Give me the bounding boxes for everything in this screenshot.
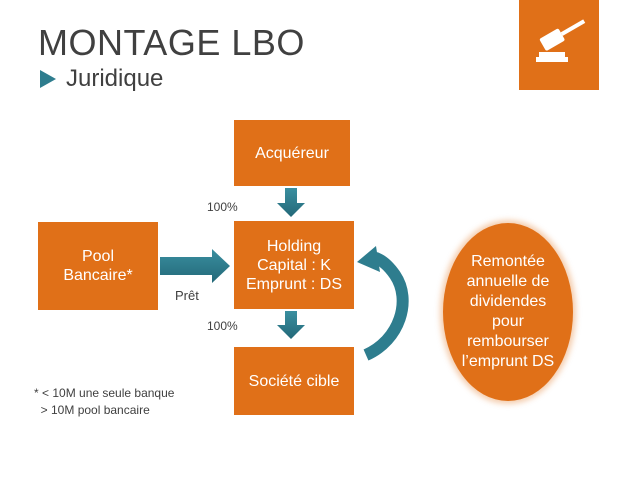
arrow-dividend-return-head — [357, 246, 380, 272]
footnote-line-1: * < 10M une seule banque — [34, 386, 175, 400]
ownership-label-bottom: 100% — [207, 319, 238, 333]
arrow-dividend-return — [363, 251, 409, 361]
arrow-acquereur-holding — [277, 188, 305, 217]
logo-tile — [519, 0, 599, 90]
gavel-icon — [536, 19, 586, 62]
arrow-holding-societe — [277, 311, 305, 339]
footnote-line-2: > 10M pool bancaire — [34, 403, 150, 417]
acquereur-box: Acquéreur — [234, 120, 350, 186]
societe-cible-box: Société cible — [234, 347, 354, 415]
pret-label: Prêt — [175, 288, 199, 303]
ownership-label-top: 100% — [207, 200, 238, 214]
slide-subtitle: Juridique — [66, 65, 164, 92]
arrow-pool-holding — [160, 249, 230, 283]
slide-title: MONTAGE LBO — [38, 22, 305, 63]
pool-bancaire-box: Pool Bancaire* — [38, 222, 158, 310]
triangle-right-icon — [40, 70, 56, 88]
remontee-dividendes-circle: Remontée annuelle de dividendes pour rem… — [443, 223, 573, 401]
subtitle-row: Juridique — [38, 65, 164, 92]
holding-box: Holding Capital : K Emprunt : DS — [234, 221, 354, 309]
footnote: * < 10M une seule banque > 10M pool banc… — [34, 385, 174, 419]
